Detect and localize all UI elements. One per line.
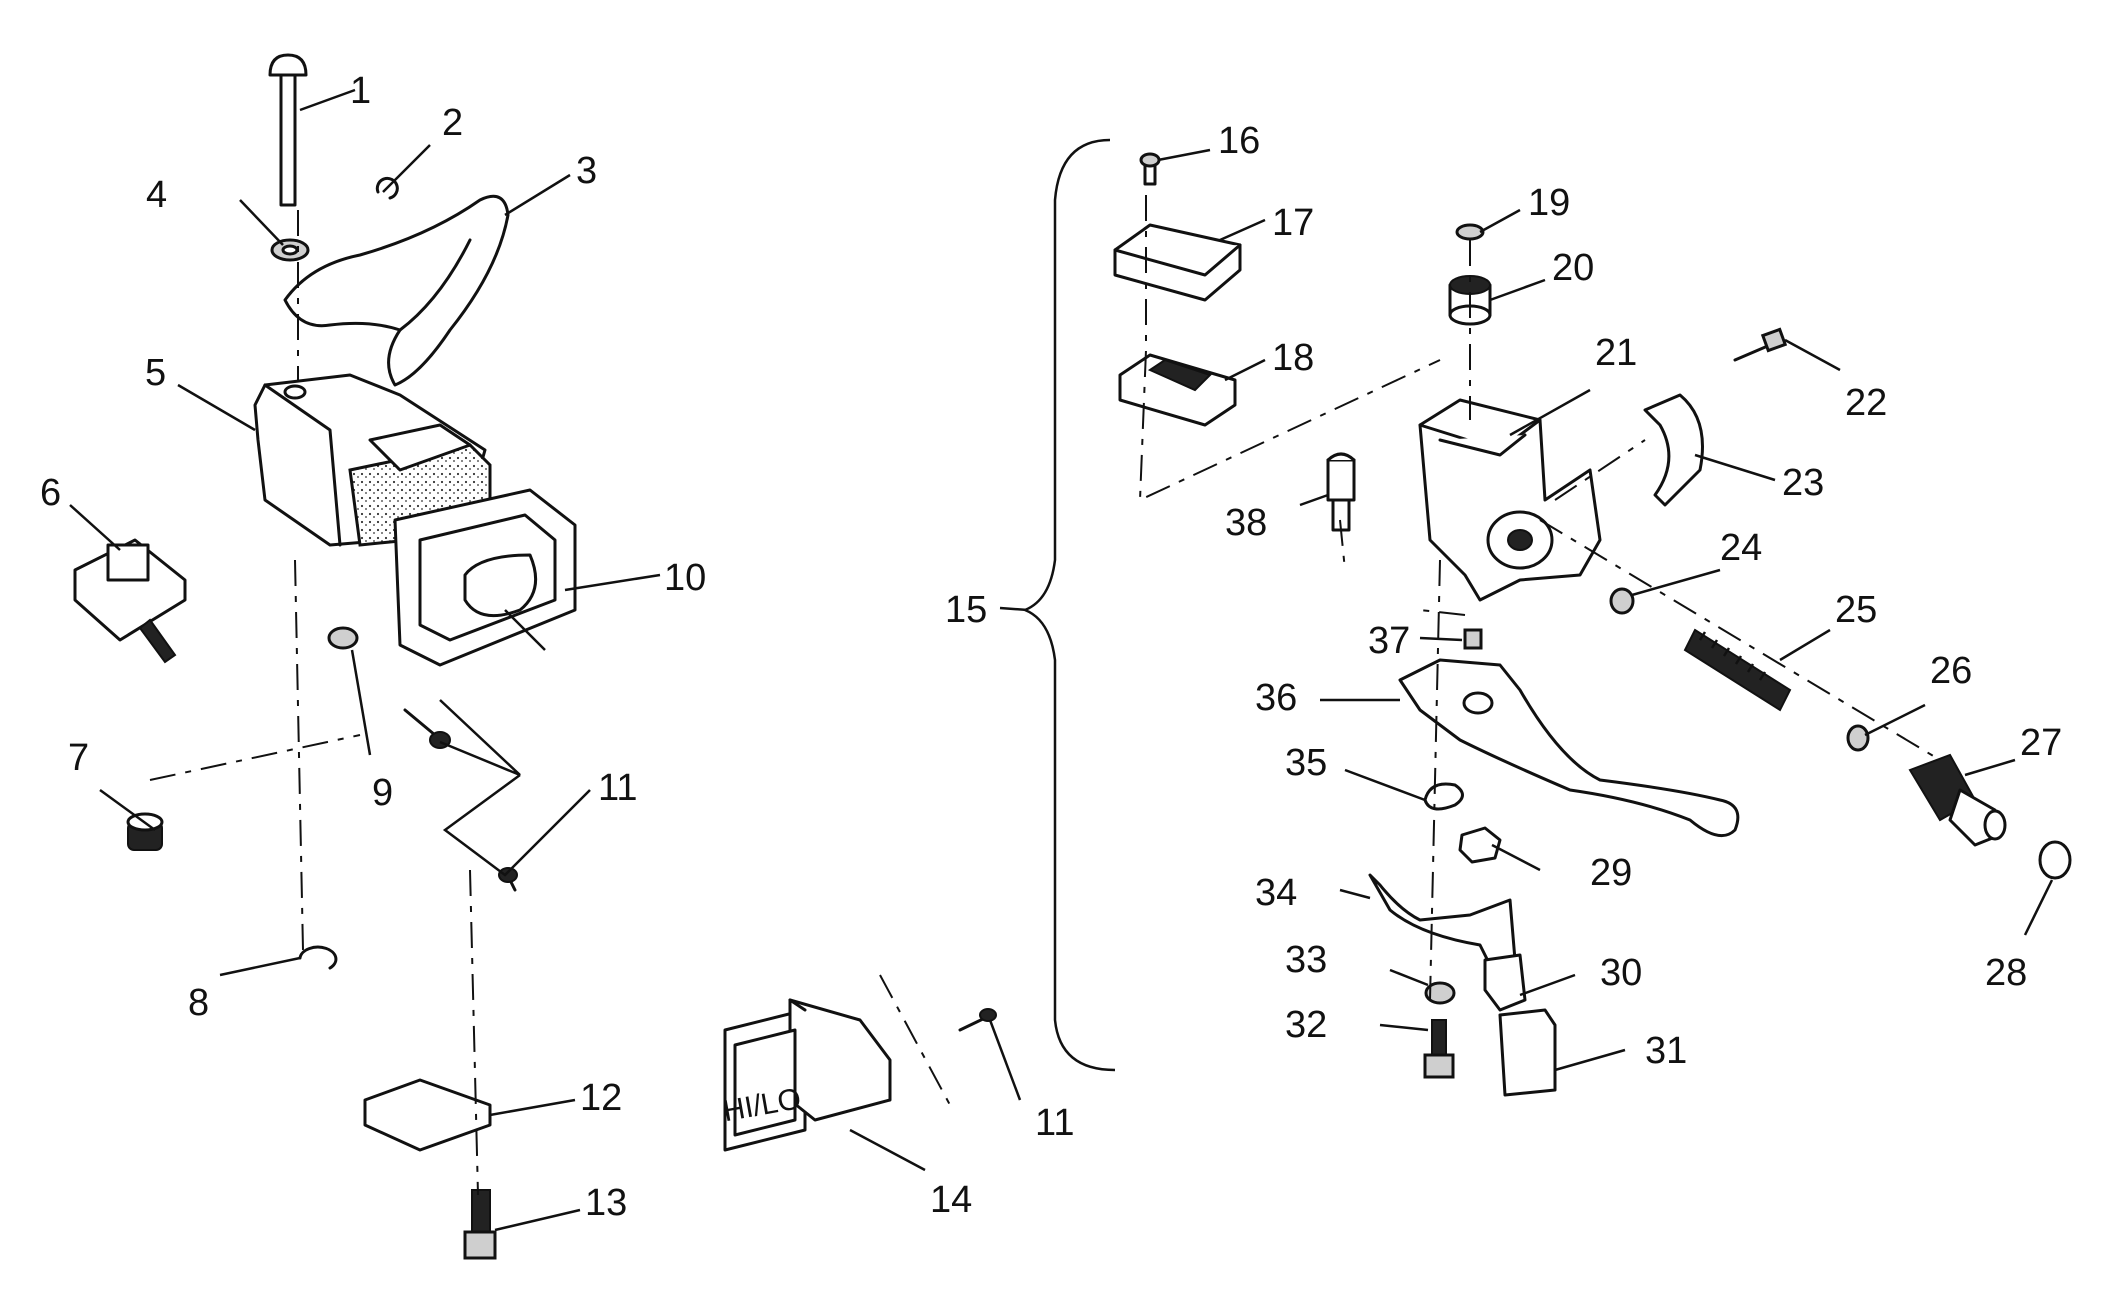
callout-26: 26 <box>1930 650 1972 692</box>
callout-22: 22 <box>1845 382 1887 424</box>
part-spring-25 <box>1683 628 1792 712</box>
leader-lines <box>69 88 2054 1232</box>
part-nut-29 <box>1458 826 1502 864</box>
callout-13: 13 <box>585 1182 627 1224</box>
callout-1: 1 <box>350 70 371 112</box>
callout-36: 36 <box>1255 677 1297 719</box>
part-clip-35 <box>1423 782 1464 811</box>
callout-20: 20 <box>1552 247 1594 289</box>
part-tag-31 <box>1498 1008 1557 1097</box>
part-clamp-23 <box>1643 393 1704 507</box>
part-pivot-bolt-38 <box>1326 452 1356 532</box>
callout-15: 15 <box>945 589 987 631</box>
brace-15 <box>1021 138 1116 1072</box>
callout-11-switch: 11 <box>1035 1102 1074 1144</box>
callout-35: 35 <box>1285 742 1327 784</box>
callout-3: 3 <box>576 150 597 192</box>
part-piston-27 <box>1908 753 2007 847</box>
part-nut-7 <box>126 812 164 851</box>
callout-31: 31 <box>1645 1030 1687 1072</box>
part-throttle-lever-3 <box>283 194 510 387</box>
part-eclip-8 <box>298 945 338 970</box>
part-nut-33 <box>1424 981 1456 1005</box>
part-bolt-32 <box>1423 1019 1455 1079</box>
left-assembly <box>73 53 577 1260</box>
callout-11: 11 <box>598 767 637 809</box>
callout-10: 10 <box>664 557 706 599</box>
callout-19: 19 <box>1528 182 1570 224</box>
callout-2: 2 <box>442 102 463 144</box>
callout-12: 12 <box>580 1077 622 1119</box>
callout-34: 34 <box>1255 872 1297 914</box>
callout-30: 30 <box>1600 952 1642 994</box>
callout-17: 17 <box>1272 202 1314 244</box>
hi-lo-switch-14: HI/LO <box>721 974 997 1152</box>
callout-23: 23 <box>1782 462 1824 504</box>
part-grommet-9 <box>327 626 359 650</box>
part-bezel-10 <box>393 488 577 667</box>
callout-38: 38 <box>1225 502 1267 544</box>
callout-6: 6 <box>40 472 61 514</box>
part-brake-lever-36 <box>1398 658 1740 838</box>
callout-28: 28 <box>1985 952 2027 994</box>
part-screw-11c <box>958 1008 997 1032</box>
callout-numbers: 1 2 3 4 5 6 7 8 9 10 11 12 13 14 11 15 1… <box>40 70 2062 1224</box>
callout-8: 8 <box>188 982 209 1024</box>
part-oring-28 <box>2038 840 2072 880</box>
callout-29: 29 <box>1590 852 1632 894</box>
right-assembly <box>1113 152 2072 1097</box>
part-bolt-22 <box>1733 327 1788 362</box>
part-screw-16 <box>1139 152 1161 186</box>
callout-37: 37 <box>1368 620 1410 662</box>
callout-9: 9 <box>372 772 393 814</box>
part-bolt-13 <box>463 1189 497 1260</box>
callout-24: 24 <box>1720 527 1762 569</box>
part-master-cylinder-21 <box>1418 398 1602 602</box>
part-pin-37 <box>1463 628 1483 650</box>
callout-7: 7 <box>68 737 89 779</box>
callout-32: 32 <box>1285 1004 1327 1046</box>
callout-5: 5 <box>145 352 166 394</box>
part-washer-24 <box>1609 587 1635 615</box>
part-diaphragm-18 <box>1118 353 1237 427</box>
part-switch-30 <box>1483 953 1527 1012</box>
callout-25: 25 <box>1835 589 1877 631</box>
callout-14: 14 <box>930 1179 972 1221</box>
part-washer-19 <box>1455 223 1485 241</box>
callout-27: 27 <box>2020 722 2062 764</box>
callout-21: 21 <box>1595 332 1637 374</box>
part-bolt-1 <box>268 53 308 207</box>
part-housing-5 <box>253 373 492 547</box>
part-plate-12 <box>363 1078 492 1152</box>
callout-33: 33 <box>1285 939 1327 981</box>
part-washer-26 <box>1846 724 1870 752</box>
callout-16: 16 <box>1218 120 1260 162</box>
callout-4: 4 <box>146 174 167 216</box>
callout-18: 18 <box>1272 337 1314 379</box>
part-cap-6 <box>73 538 187 664</box>
